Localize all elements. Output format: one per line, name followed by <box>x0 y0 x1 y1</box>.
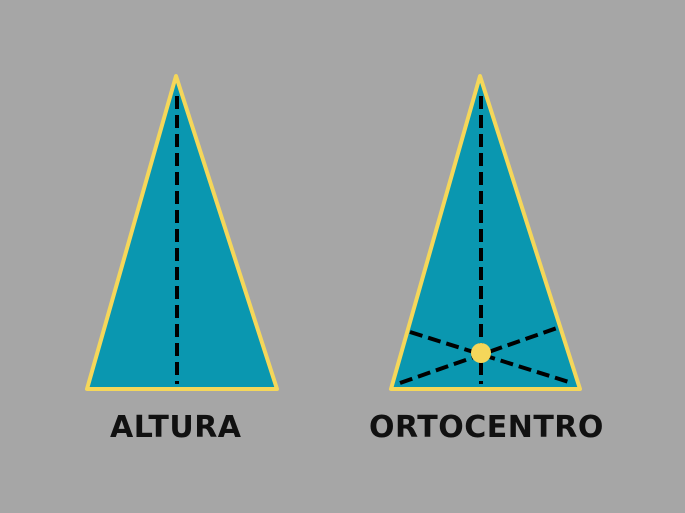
ortocentro-label: ORTOCENTRO <box>369 410 604 445</box>
altura-label: ALTURA <box>110 410 242 445</box>
orthocenter-point <box>471 343 491 363</box>
ortocentro-height-line-left <box>409 330 573 385</box>
altura-triangle <box>85 74 279 391</box>
ortocentro-triangle <box>389 74 582 391</box>
